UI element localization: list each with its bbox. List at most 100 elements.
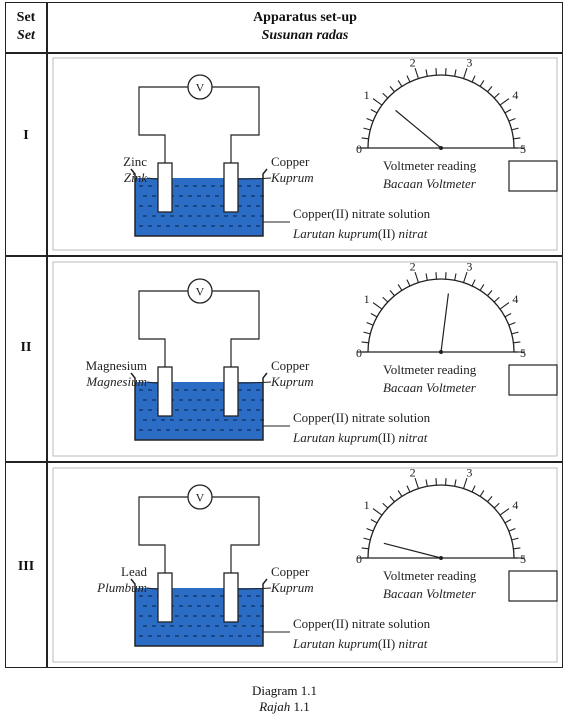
meter-tick	[471, 75, 476, 83]
voltmeter-reading-label-ms: Bacaan Voltmeter	[383, 380, 477, 395]
set-header: Set Set	[16, 10, 36, 43]
meter-tick	[493, 92, 500, 99]
set-label-2: II	[20, 340, 32, 355]
solution-label-ms: Larutan kuprum(II) nitrat	[292, 226, 428, 241]
meter-tick	[372, 98, 383, 106]
left-electrode	[157, 162, 173, 213]
set-label-3: III	[17, 559, 35, 574]
meter-tick	[493, 296, 500, 303]
meter-tick	[504, 518, 512, 524]
right-metal-label: Copper	[271, 358, 310, 373]
meter-tick	[499, 508, 510, 516]
apparatus-table: Set Set Apparatus set-up Susunan radas I…	[5, 2, 563, 668]
meter-scale-label: 5	[520, 142, 526, 156]
meter-tick	[471, 279, 476, 287]
left-metal-label: Lead	[121, 564, 147, 579]
reading-answer-box	[508, 364, 558, 396]
meter-tick	[463, 271, 468, 283]
meter-tick	[363, 537, 371, 541]
meter-tick	[508, 118, 516, 122]
meter-tick	[397, 80, 403, 87]
meter-tick	[513, 547, 521, 550]
voltmeter-reading-label-ms: Bacaan Voltmeter	[383, 586, 477, 601]
meter-tick	[513, 341, 521, 344]
meter-tick	[454, 479, 457, 487]
caption-title-ms: Rajah 1.1	[259, 699, 310, 714]
left-metal-label-ms: Magnesium	[85, 374, 147, 389]
meter-tick	[366, 118, 374, 122]
right-electrode	[223, 572, 239, 623]
meter-tick	[511, 331, 519, 335]
meter-tick	[406, 75, 411, 83]
leader-right	[237, 177, 272, 180]
meter-tick	[487, 290, 493, 297]
meter-tick	[487, 496, 493, 503]
caption-title: Diagram 1.1	[252, 683, 317, 698]
solution-liquid	[135, 588, 263, 646]
right-metal-label-ms: Kuprum	[270, 580, 314, 595]
voltmeter-icon	[187, 484, 213, 510]
meter-scale-label: 1	[364, 88, 370, 102]
solution-label: Copper(II) nitrate solution	[293, 616, 431, 631]
meter-scale-label: 4	[512, 88, 518, 102]
meter-pivot	[439, 146, 443, 150]
meter-scale-label: 1	[364, 498, 370, 512]
set-label-1: I	[23, 128, 29, 143]
leader-right	[237, 587, 272, 590]
meter-tick	[511, 127, 519, 131]
left-electrode	[157, 366, 173, 417]
solution-label: Copper(II) nitrate solution	[293, 206, 431, 221]
beaker	[130, 578, 268, 647]
meter-scale-label: 2	[410, 465, 416, 479]
meter-tick	[372, 508, 383, 516]
meter-arc	[367, 484, 515, 559]
meter-tick	[397, 490, 403, 497]
meter-pivot	[439, 350, 443, 354]
meter-scale-label: 3	[466, 465, 472, 479]
meter-scale-label: 5	[520, 552, 526, 566]
meter-tick	[389, 290, 395, 297]
beaker	[130, 168, 268, 237]
meter-arc	[367, 278, 515, 353]
meter-tick	[454, 273, 457, 281]
voltmeter-symbol: V	[196, 285, 205, 299]
meter-tick	[414, 67, 419, 79]
meter-scale-label: 3	[466, 259, 472, 273]
right-electrode	[223, 162, 239, 213]
header-divider	[6, 52, 562, 54]
column-divider	[46, 3, 48, 667]
meter-tick	[454, 69, 457, 77]
solution-label-ms: Larutan kuprum(II) nitrat	[292, 636, 428, 651]
meter-tick	[382, 296, 389, 303]
meter-tick	[511, 537, 519, 541]
meter-scale-label: 4	[512, 498, 518, 512]
right-electrode	[223, 366, 239, 417]
meter-pivot	[439, 556, 443, 560]
meter-tick	[425, 479, 428, 487]
meter-tick	[471, 485, 476, 493]
meter-tick	[389, 496, 395, 503]
meter-tick	[463, 477, 468, 489]
meter-tick	[425, 69, 428, 77]
meter-tick	[363, 331, 371, 335]
meter-tick	[504, 108, 512, 114]
meter-tick	[361, 137, 369, 140]
meter-tick	[479, 490, 485, 497]
meter-tick	[397, 284, 403, 291]
solution-label-ms: Larutan kuprum(II) nitrat	[292, 430, 428, 445]
right-metal-label-ms: Kuprum	[270, 170, 314, 185]
meter-tick	[487, 86, 493, 93]
meter-needle	[440, 293, 449, 353]
left-metal-label-ms: Plumbum	[96, 580, 147, 595]
meter-tick	[366, 322, 374, 326]
meter-tick	[382, 92, 389, 99]
meter-tick	[370, 518, 378, 524]
meter-tick	[493, 502, 500, 509]
meter-tick	[499, 98, 510, 106]
reading-answer-box	[508, 570, 558, 602]
meter-scale-label: 5	[520, 346, 526, 360]
meter-tick	[361, 341, 369, 344]
solution-label: Copper(II) nitrate solution	[293, 410, 431, 425]
